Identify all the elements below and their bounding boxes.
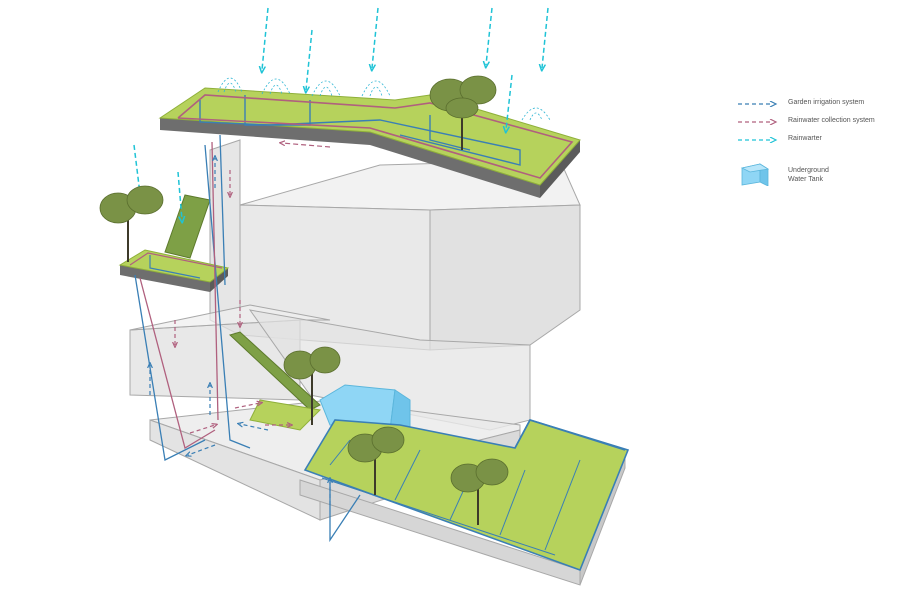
flow-arrows [150,158,330,505]
legend-label: Underground Water Tank [788,167,829,183]
ground-grid [329,439,351,466]
roof-collection-arrow [282,143,331,148]
sprinkler-icon [521,107,551,121]
irrigation-pipe [219,134,226,286]
collection-flow-arrow [189,425,215,434]
legend-item-rainwater-collection: Rainwater collection system [738,116,888,132]
collection-flow-arrow [234,403,260,409]
rain-arrow [262,7,269,70]
irrigation-flow-arrow [188,444,216,455]
roof-collection-ring [177,94,574,179]
roof-irrigation-line [199,100,521,166]
legend-label: Rainwater collection system [788,117,875,124]
legend-item-water-tank: Underground Water Tank [738,160,888,190]
terrace-grass [118,249,230,283]
rain-arrow [133,144,142,210]
collection-pipe [139,277,216,450]
sprinkler-icon [311,80,341,97]
roof-slab-side [540,140,580,198]
tree-icon [283,346,341,425]
roof-slab-front [160,118,540,198]
roof-irrigation-line-3 [429,115,471,151]
tree-icon [99,185,164,262]
mid-volume-top [129,304,331,331]
legend-label: Garden irrigation system [788,99,865,106]
pipes [134,134,361,543]
rain-arrow [177,171,182,220]
rain-arrow [486,7,493,65]
irrigation-flow-arrow [240,424,269,431]
tree-icon [429,75,497,150]
legend-item-rainwater: Rainwarter [738,134,888,150]
left-terrace [118,194,230,292]
ground-grid [394,449,421,501]
ground-garden [303,419,630,572]
legend: Garden irrigation system Rainwater colle… [738,98,888,190]
roof-irrigation-line-2 [244,95,311,126]
terrace-slab [120,265,210,292]
water-tank-cube-icon [740,163,770,186]
legend-item-garden-irrigation: Garden irrigation system [738,98,888,114]
rain-arrow [306,29,313,90]
sprinkler-icon [261,78,291,95]
rain-arrow [372,7,379,68]
terrace-irrigation [149,255,201,279]
dashed-arrow-icon [738,137,778,143]
irrigation-pipe [134,274,206,461]
tree-icon [347,426,405,495]
building-volumes [129,139,626,586]
trees [99,75,509,525]
rain-arrow [506,74,513,130]
dashed-arrow-icon [738,119,778,125]
ground-grid [321,477,556,556]
rain-arrow [542,7,549,68]
rain-arrows [133,7,549,220]
lower-grass-patch [249,399,322,431]
collection-pipe [211,141,219,421]
ground-grid [499,469,526,536]
green-wall-panel [164,194,211,259]
ground-border [514,419,626,451]
sprinkler-icon [361,80,391,97]
ramp-and-tank [229,331,411,439]
sprinkler-icon [217,77,243,93]
green-ramp [229,331,321,411]
ground-grid [544,459,581,551]
dashed-arrow-icon [738,101,778,107]
legend-label: Rainwarter [788,135,822,142]
tree-icon [450,458,509,525]
upper-volume-side [429,204,581,351]
irrigation-pipe [204,144,251,449]
terrace-collection [129,252,223,269]
